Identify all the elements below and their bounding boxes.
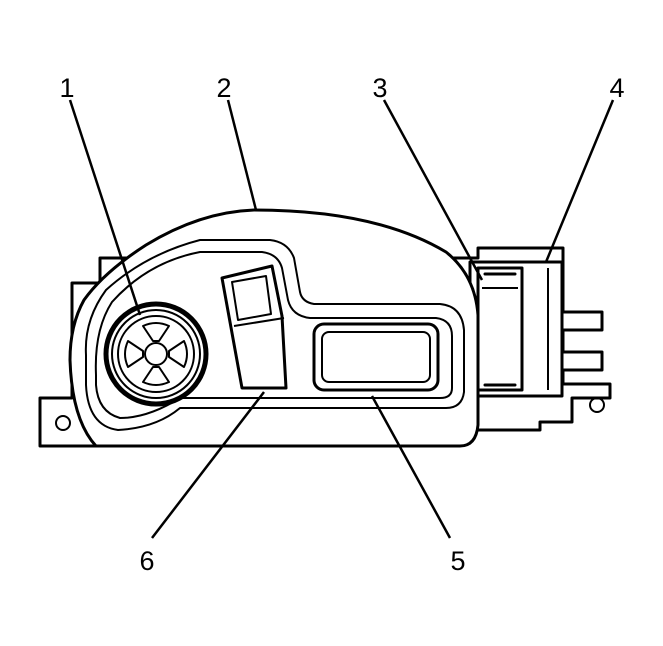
leader-line-5 — [370, 395, 452, 539]
knob-segment — [168, 340, 188, 368]
indicator-lens — [312, 322, 440, 392]
leader-line-6 — [151, 391, 265, 539]
callout-1: 1 — [59, 73, 74, 103]
callout-6: 6 — [139, 546, 154, 576]
push-button-switch — [220, 264, 288, 390]
leader-lines — [68, 99, 615, 539]
leader-line-4 — [544, 99, 615, 263]
knob-segment — [142, 366, 170, 386]
electrical-connector — [476, 266, 524, 392]
callout-4: 4 — [609, 73, 624, 103]
callout-5: 5 — [450, 546, 465, 576]
callout-2: 2 — [216, 73, 231, 103]
right-mounting-hole — [589, 397, 605, 413]
leader-line-3 — [382, 99, 484, 281]
callout-3: 3 — [372, 73, 387, 103]
leader-line-1 — [68, 99, 142, 316]
left-mounting-hole — [55, 415, 71, 431]
callout-labels: 1 2 3 4 5 6 — [59, 73, 624, 576]
knob-segment — [124, 340, 144, 368]
rotary-knob — [103, 301, 209, 407]
leader-line-2 — [226, 99, 258, 211]
connector-pins — [560, 310, 604, 372]
knob-segment — [142, 322, 170, 342]
